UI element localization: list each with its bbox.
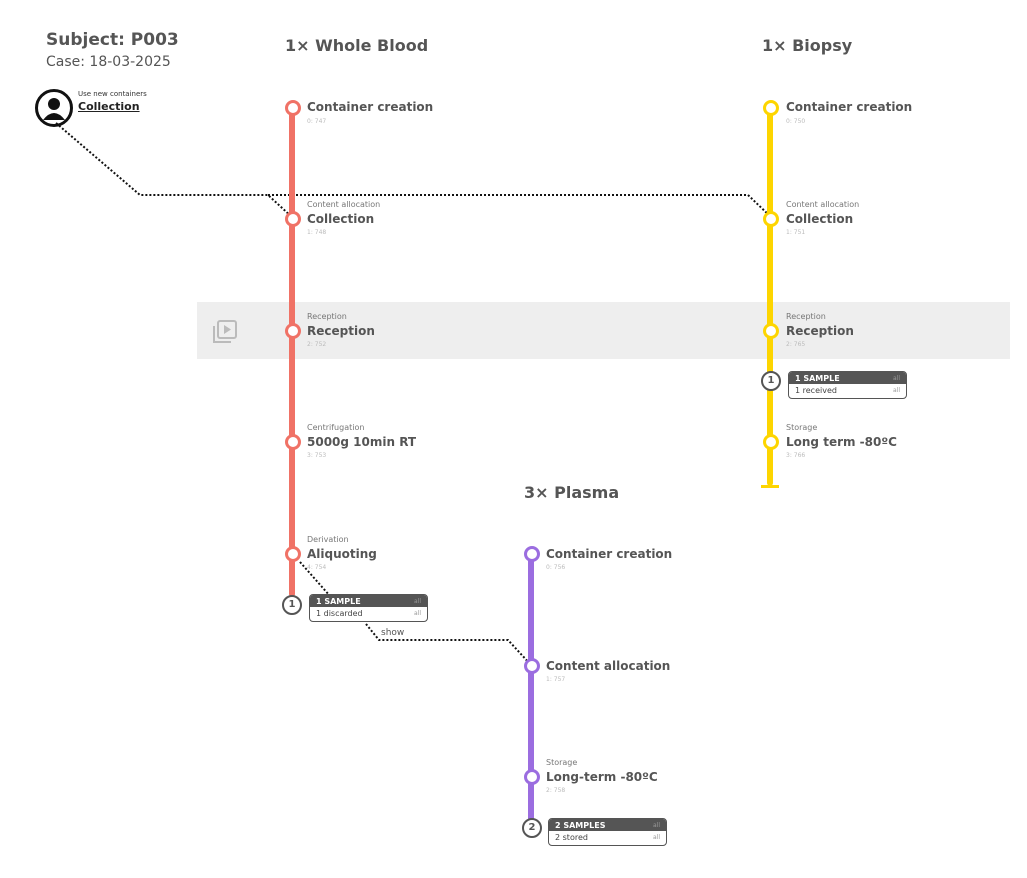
sample-summary-status: 1 received: [795, 386, 837, 395]
plasma-rail: [528, 549, 534, 826]
biopsy-step-0-id: 0: 750: [786, 118, 806, 125]
plasma-step-2-title[interactable]: Long-term -80ºC: [546, 770, 658, 784]
biopsy-step-1-node[interactable]: [763, 211, 779, 227]
sample-summary-header: 2 SAMPLES: [555, 820, 606, 830]
show-link[interactable]: show: [381, 628, 405, 638]
biopsy-step-1-title[interactable]: Collection: [786, 212, 854, 226]
plasma-sample-count: 2: [522, 818, 542, 838]
whole-blood-step-3-node[interactable]: [285, 434, 301, 450]
subject-title: Subject: P003: [46, 30, 179, 50]
whole-blood-step-2-title[interactable]: Reception: [307, 324, 375, 338]
whole-blood-step-0-node[interactable]: [285, 100, 301, 116]
whole-blood-sample-summary[interactable]: 1 SAMPLE all 1 discarded all: [309, 594, 428, 622]
plasma-step-1-id: 1: 757: [546, 676, 566, 683]
biopsy-step-3-category: Storage: [786, 423, 818, 432]
biopsy-step-3-id: 3: 766: [786, 452, 806, 459]
whole-blood-step-0-id: 0: 747: [307, 118, 327, 125]
biopsy-step-0-node[interactable]: [763, 100, 779, 116]
biopsy-step-2-category: Reception: [786, 312, 826, 321]
whole-blood-step-4-category: Derivation: [307, 535, 349, 544]
whole-blood-step-2-category: Reception: [307, 312, 347, 321]
whole-blood-step-4-id: 4: 754: [307, 564, 327, 571]
whole-blood-step-3-title[interactable]: 5000g 10min RT: [307, 435, 417, 449]
whole-blood-step-2-id: 2: 752: [307, 341, 327, 348]
whole-blood-title: 1× Whole Blood: [285, 36, 429, 55]
biopsy-step-2-id: 2: 765: [786, 341, 806, 348]
biopsy-step-1-category: Content allocation: [786, 200, 860, 209]
whole-blood-step-2-node[interactable]: [285, 323, 301, 339]
case-label: Case: 18-03-2025: [46, 54, 171, 70]
sample-summary-all-link[interactable]: all: [892, 374, 900, 382]
sample-summary-all-link[interactable]: all: [413, 597, 421, 605]
whole-blood-rail: [289, 102, 295, 597]
sample-summary-row-all-link[interactable]: all: [413, 610, 421, 617]
biopsy-sample-summary[interactable]: 1 SAMPLE all 1 received all: [788, 371, 907, 399]
whole-blood-step-1-title[interactable]: Collection: [307, 212, 375, 226]
plasma-step-1-node[interactable]: [524, 658, 540, 674]
reception-band: [197, 302, 1010, 359]
sample-summary-status: 2 stored: [555, 833, 588, 842]
plasma-step-2-node[interactable]: [524, 769, 540, 785]
whole-blood-step-1-id: 1: 748: [307, 229, 327, 236]
plasma-step-0-node[interactable]: [524, 546, 540, 562]
biopsy-step-2-title[interactable]: Reception: [786, 324, 854, 338]
sample-summary-header: 1 SAMPLE: [316, 596, 361, 606]
plasma-step-2-id: 2: 758: [546, 787, 566, 794]
biopsy-rail-end: [761, 485, 779, 488]
plasma-step-1-title[interactable]: Content allocation: [546, 659, 671, 673]
sample-summary-header: 1 SAMPLE: [795, 373, 840, 383]
whole-blood-sample-count: 1: [282, 595, 302, 615]
plasma-step-2-category: Storage: [546, 758, 578, 767]
whole-blood-step-3-category: Centrifugation: [307, 423, 365, 432]
plasma-step-0-id: 0: 756: [546, 564, 566, 571]
biopsy-step-3-title[interactable]: Long term -80ºC: [786, 435, 897, 449]
biopsy-step-3-node[interactable]: [763, 434, 779, 450]
plasma-sample-summary[interactable]: 2 SAMPLES all 2 stored all: [548, 818, 667, 846]
collector-hint: Use new containers: [78, 90, 147, 98]
whole-blood-step-0-title[interactable]: Container creation: [307, 100, 434, 114]
biopsy-title: 1× Biopsy: [762, 36, 853, 55]
collection-link[interactable]: Collection: [78, 100, 140, 113]
biopsy-sample-count: 1: [761, 371, 781, 391]
user-circle-icon[interactable]: [35, 89, 73, 127]
sample-summary-row-all-link[interactable]: all: [652, 834, 660, 841]
biopsy-step-1-id: 1: 751: [786, 229, 806, 236]
whole-blood-step-1-category: Content allocation: [307, 200, 381, 209]
whole-blood-step-4-title[interactable]: Aliquoting: [307, 547, 377, 561]
plasma-step-0-title[interactable]: Container creation: [546, 547, 673, 561]
whole-blood-step-4-node[interactable]: [285, 546, 301, 562]
biopsy-rail: [767, 102, 773, 486]
whole-blood-step-3-id: 3: 753: [307, 452, 327, 459]
sample-summary-all-link[interactable]: all: [652, 821, 660, 829]
video-library-icon[interactable]: [211, 320, 239, 344]
sample-summary-status: 1 discarded: [316, 609, 363, 618]
collector-to-blood-link: [55, 122, 294, 219]
whole-blood-step-1-node[interactable]: [285, 211, 301, 227]
sample-summary-row-all-link[interactable]: all: [892, 387, 900, 394]
biopsy-step-2-node[interactable]: [763, 323, 779, 339]
plasma-title: 3× Plasma: [524, 483, 620, 502]
biopsy-step-0-title[interactable]: Container creation: [786, 100, 913, 114]
